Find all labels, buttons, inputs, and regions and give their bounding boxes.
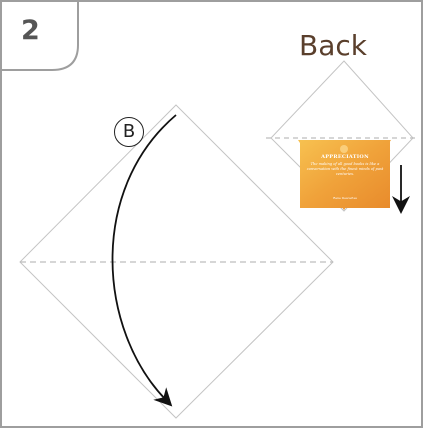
back-view-label: Back [299,29,367,62]
back-card-ornament [340,145,348,153]
main-paper-diamond [19,104,334,419]
card-quote: The making of all good books is like a c… [306,162,384,177]
fold-label-b: B [114,117,144,147]
card-author: Rene Descartes [333,196,357,200]
card-title: APPRECIATION [321,154,369,160]
step-tab [0,0,79,71]
step-number: 2 [21,15,40,46]
fold-arrow [111,114,177,407]
